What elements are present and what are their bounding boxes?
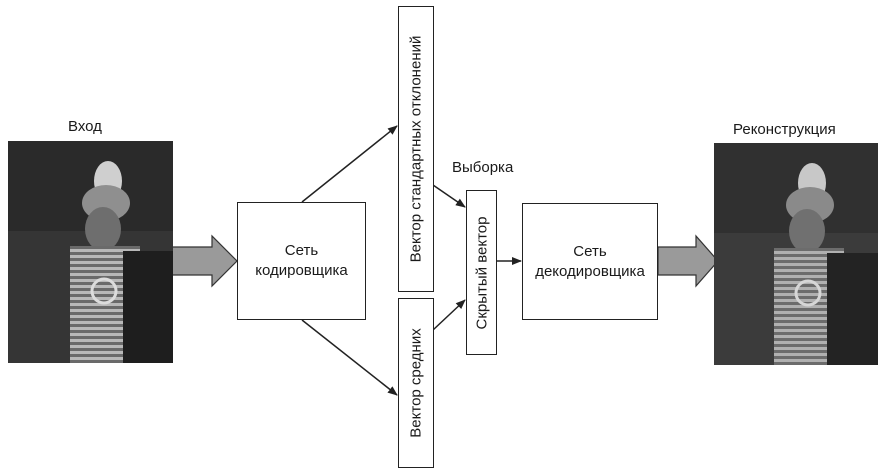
sampling-label: Выборка [452,159,514,176]
arrow-std-to-latent [432,184,466,208]
decoder-network-box: Сеть декодировщика [522,203,658,320]
output-image [714,143,878,365]
input-label: Вход [68,118,102,135]
mean-vector-box: Вектор средних [398,298,434,468]
arrow-encoder-to-mean [301,319,398,396]
decoder-line1: Сеть [573,242,607,260]
girl-photo-reconstruction [714,143,878,365]
std-vector-label: Вектор стандартных отклонений [407,35,425,263]
arrow-encoder-to-std [301,125,398,203]
decoder-line2: декодировщика [535,262,645,280]
output-block-arrow [657,234,719,288]
output-label: Реконструкция [733,121,836,138]
girl-photo-input [8,141,173,363]
input-block-arrow [171,234,238,288]
latent-vector-label: Скрытый вектор [473,216,490,329]
input-image [8,141,173,363]
mean-vector-label: Вектор средних [407,328,425,438]
encoder-line1: Сеть [284,242,319,259]
std-vector-box: Вектор стандартных отклонений [398,6,434,292]
encoder-line2: кодировщика [255,262,348,279]
encoder-network-box: Сеть кодировщика [237,202,366,320]
arrow-mean-to-latent [432,299,466,331]
latent-vector-box: Скрытый вектор [466,190,497,355]
